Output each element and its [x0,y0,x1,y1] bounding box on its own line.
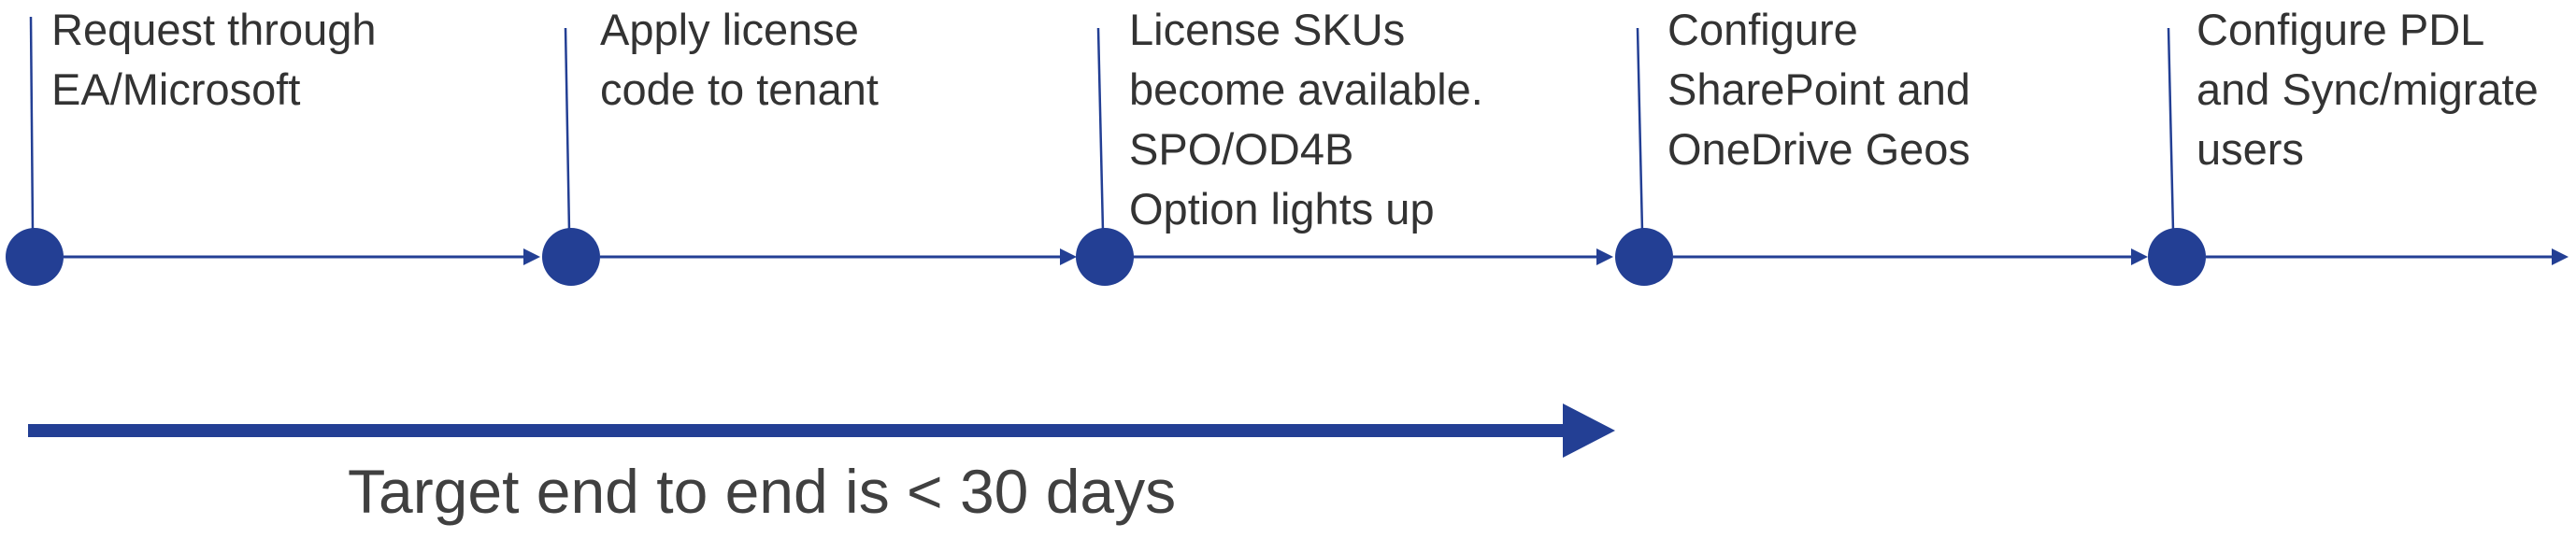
step-1-label: Request through EA/Microsoft [51,5,377,114]
callout-line-2 [564,27,571,233]
step-node-1 [6,228,64,286]
step-node-2 [542,228,600,286]
timeline-arrowheads [523,248,2569,265]
callout-line-3 [1096,27,1105,233]
target-arrow-head [1563,404,1615,458]
step-5-label: Configure PDL and Sync/migrate users [2197,5,2539,174]
step-4-label: Configure SharePoint and OneDrive Geos [1667,5,1971,174]
segment-arrowhead-1 [523,248,540,265]
callout-line-1 [29,16,35,233]
step-node-5 [2148,228,2206,286]
segment-arrowhead-5 [2552,248,2569,265]
step-nodes [6,228,2206,286]
segment-arrowhead-3 [1596,248,1613,265]
callout-line-5 [2167,27,2175,233]
step-3-label: License SKUs become available. SPO/OD4B … [1129,5,1483,234]
target-arrow [28,404,1615,458]
segment-arrowhead-2 [1060,248,1077,265]
step-node-3 [1076,228,1134,286]
target-caption: Target end to end is < 30 days [348,457,1177,526]
step-2-label: Apply license code to tenant [600,5,879,114]
callout-lines [29,16,2175,233]
callout-line-4 [1636,27,1644,233]
target-arrow-shaft [28,424,1570,437]
step-node-4 [1615,228,1673,286]
segment-arrowhead-4 [2131,248,2148,265]
